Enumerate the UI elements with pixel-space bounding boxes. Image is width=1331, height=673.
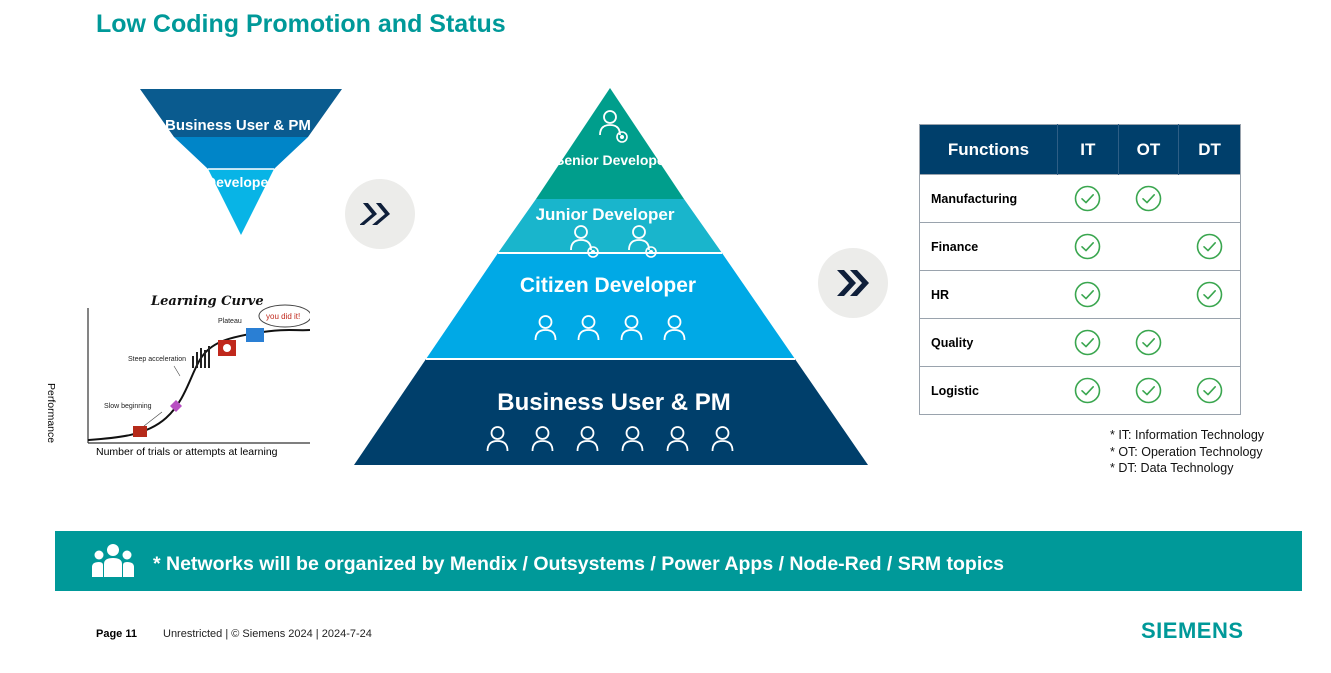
cell-it — [1057, 222, 1119, 271]
table-row: Manufacturing — [919, 174, 1241, 223]
cell-dt — [1178, 366, 1241, 415]
curve-annotation-steep: Steep acceleration — [128, 356, 186, 363]
cell-it — [1057, 366, 1119, 415]
check-circle-icon — [1135, 329, 1162, 356]
learning-curve-illustration — [87, 304, 310, 444]
pyramid-level-business — [354, 359, 868, 465]
check-circle-icon — [1196, 377, 1223, 404]
learning-curve-title: Learning Curve — [151, 294, 264, 309]
person-icon — [621, 426, 644, 452]
person-icon — [620, 315, 643, 341]
cell-dt — [1178, 318, 1241, 367]
note-it: * IT: Information Technology — [1110, 428, 1265, 442]
learning-curve-xlabel: Number of trials or attempts at learning — [96, 446, 278, 458]
learning-curve-ylabel: Performance — [45, 383, 57, 444]
pyramid-label-business: Business User & PM — [497, 389, 731, 416]
person-icon — [628, 225, 657, 258]
cell-it — [1057, 174, 1119, 223]
note-ot: * OT: Operation Technology — [1110, 444, 1263, 459]
check-circle-icon — [1075, 329, 1101, 356]
pyramid-level-junior — [498, 199, 722, 253]
siemens-logo: SIEMENS — [1141, 618, 1244, 643]
person-icon — [663, 315, 686, 341]
curve-annotation-plateau: Plateau — [218, 318, 242, 325]
cell-it — [1057, 318, 1119, 367]
header-dt: DT — [1178, 124, 1241, 175]
check-circle-icon — [1075, 233, 1101, 260]
footer-info: Unrestricted | © Siemens 2024 | 2024-7-2… — [163, 628, 372, 640]
note-dt: * DT: Data Technology — [1110, 461, 1234, 475]
header-ot: OT — [1118, 124, 1180, 175]
check-circle-icon — [1075, 185, 1101, 212]
pyramid-level-senior — [536, 88, 684, 199]
table-row: Logistic — [919, 366, 1241, 415]
cell-dt — [1178, 174, 1241, 223]
pyramid-label-senior: Senior Developer — [555, 152, 671, 168]
person-icon — [486, 426, 509, 452]
cell-ot — [1118, 174, 1179, 223]
person-icon — [711, 426, 734, 452]
pyramid-label-citizen: Citizen Developer — [519, 274, 697, 297]
double-arrow-icon — [345, 179, 415, 249]
cell-ot — [1118, 318, 1179, 367]
person-icon — [576, 426, 599, 452]
function-name-cell: Quality — [919, 318, 1058, 367]
page-title: Low Coding Promotion and Status — [96, 10, 506, 38]
check-circle-icon — [1196, 233, 1223, 260]
abbreviation-notes: * IT: Information Technology * OT: Opera… — [1110, 427, 1264, 477]
person-icon — [599, 110, 628, 143]
header-it: IT — [1057, 124, 1119, 175]
person-icon — [577, 315, 600, 341]
function-name-cell: Logistic — [919, 366, 1058, 415]
person-icon — [666, 426, 689, 452]
cell-dt — [1178, 270, 1241, 319]
check-circle-icon — [1075, 377, 1101, 404]
person-icon — [534, 315, 557, 341]
inverted-triangle — [140, 89, 342, 235]
function-name-cell: HR — [919, 270, 1058, 319]
person-icon — [531, 426, 554, 452]
page-number: Page 11 — [96, 628, 137, 640]
table-row: Quality — [919, 318, 1241, 367]
check-circle-icon — [1135, 185, 1162, 212]
people-group-icon — [92, 544, 134, 577]
table-header-row: Functions IT OT DT — [919, 124, 1241, 175]
function-name-cell: Manufacturing — [919, 174, 1058, 223]
cell-dt — [1178, 222, 1241, 271]
speech-bubble-text: you did it! — [266, 312, 301, 321]
table-row: HR — [919, 270, 1241, 319]
networks-banner — [55, 531, 1302, 591]
developer-pyramid — [354, 88, 868, 465]
check-circle-icon — [1075, 281, 1101, 308]
cell-ot — [1118, 366, 1179, 415]
check-circle-icon — [1196, 281, 1223, 308]
curve-annotation-slow: Slow beginning — [104, 403, 152, 410]
person-icon — [570, 225, 599, 258]
banner-text: * Networks will be organized by Mendix /… — [153, 553, 1004, 575]
double-chevron-icon — [818, 248, 888, 318]
cell-ot — [1118, 222, 1179, 271]
cell-it — [1057, 270, 1119, 319]
header-functions: Functions — [919, 124, 1058, 175]
table-row: Finance — [919, 222, 1241, 271]
inverted-triangle-bottom-label: Developer — [206, 174, 274, 190]
check-circle-icon — [1135, 377, 1162, 404]
pyramid-level-citizen — [426, 253, 795, 359]
pyramid-label-junior: Junior Developer — [535, 205, 675, 224]
function-name-cell: Finance — [919, 222, 1058, 271]
inverted-triangle-top-label: Business User & PM — [165, 117, 311, 134]
cell-ot — [1118, 270, 1179, 319]
